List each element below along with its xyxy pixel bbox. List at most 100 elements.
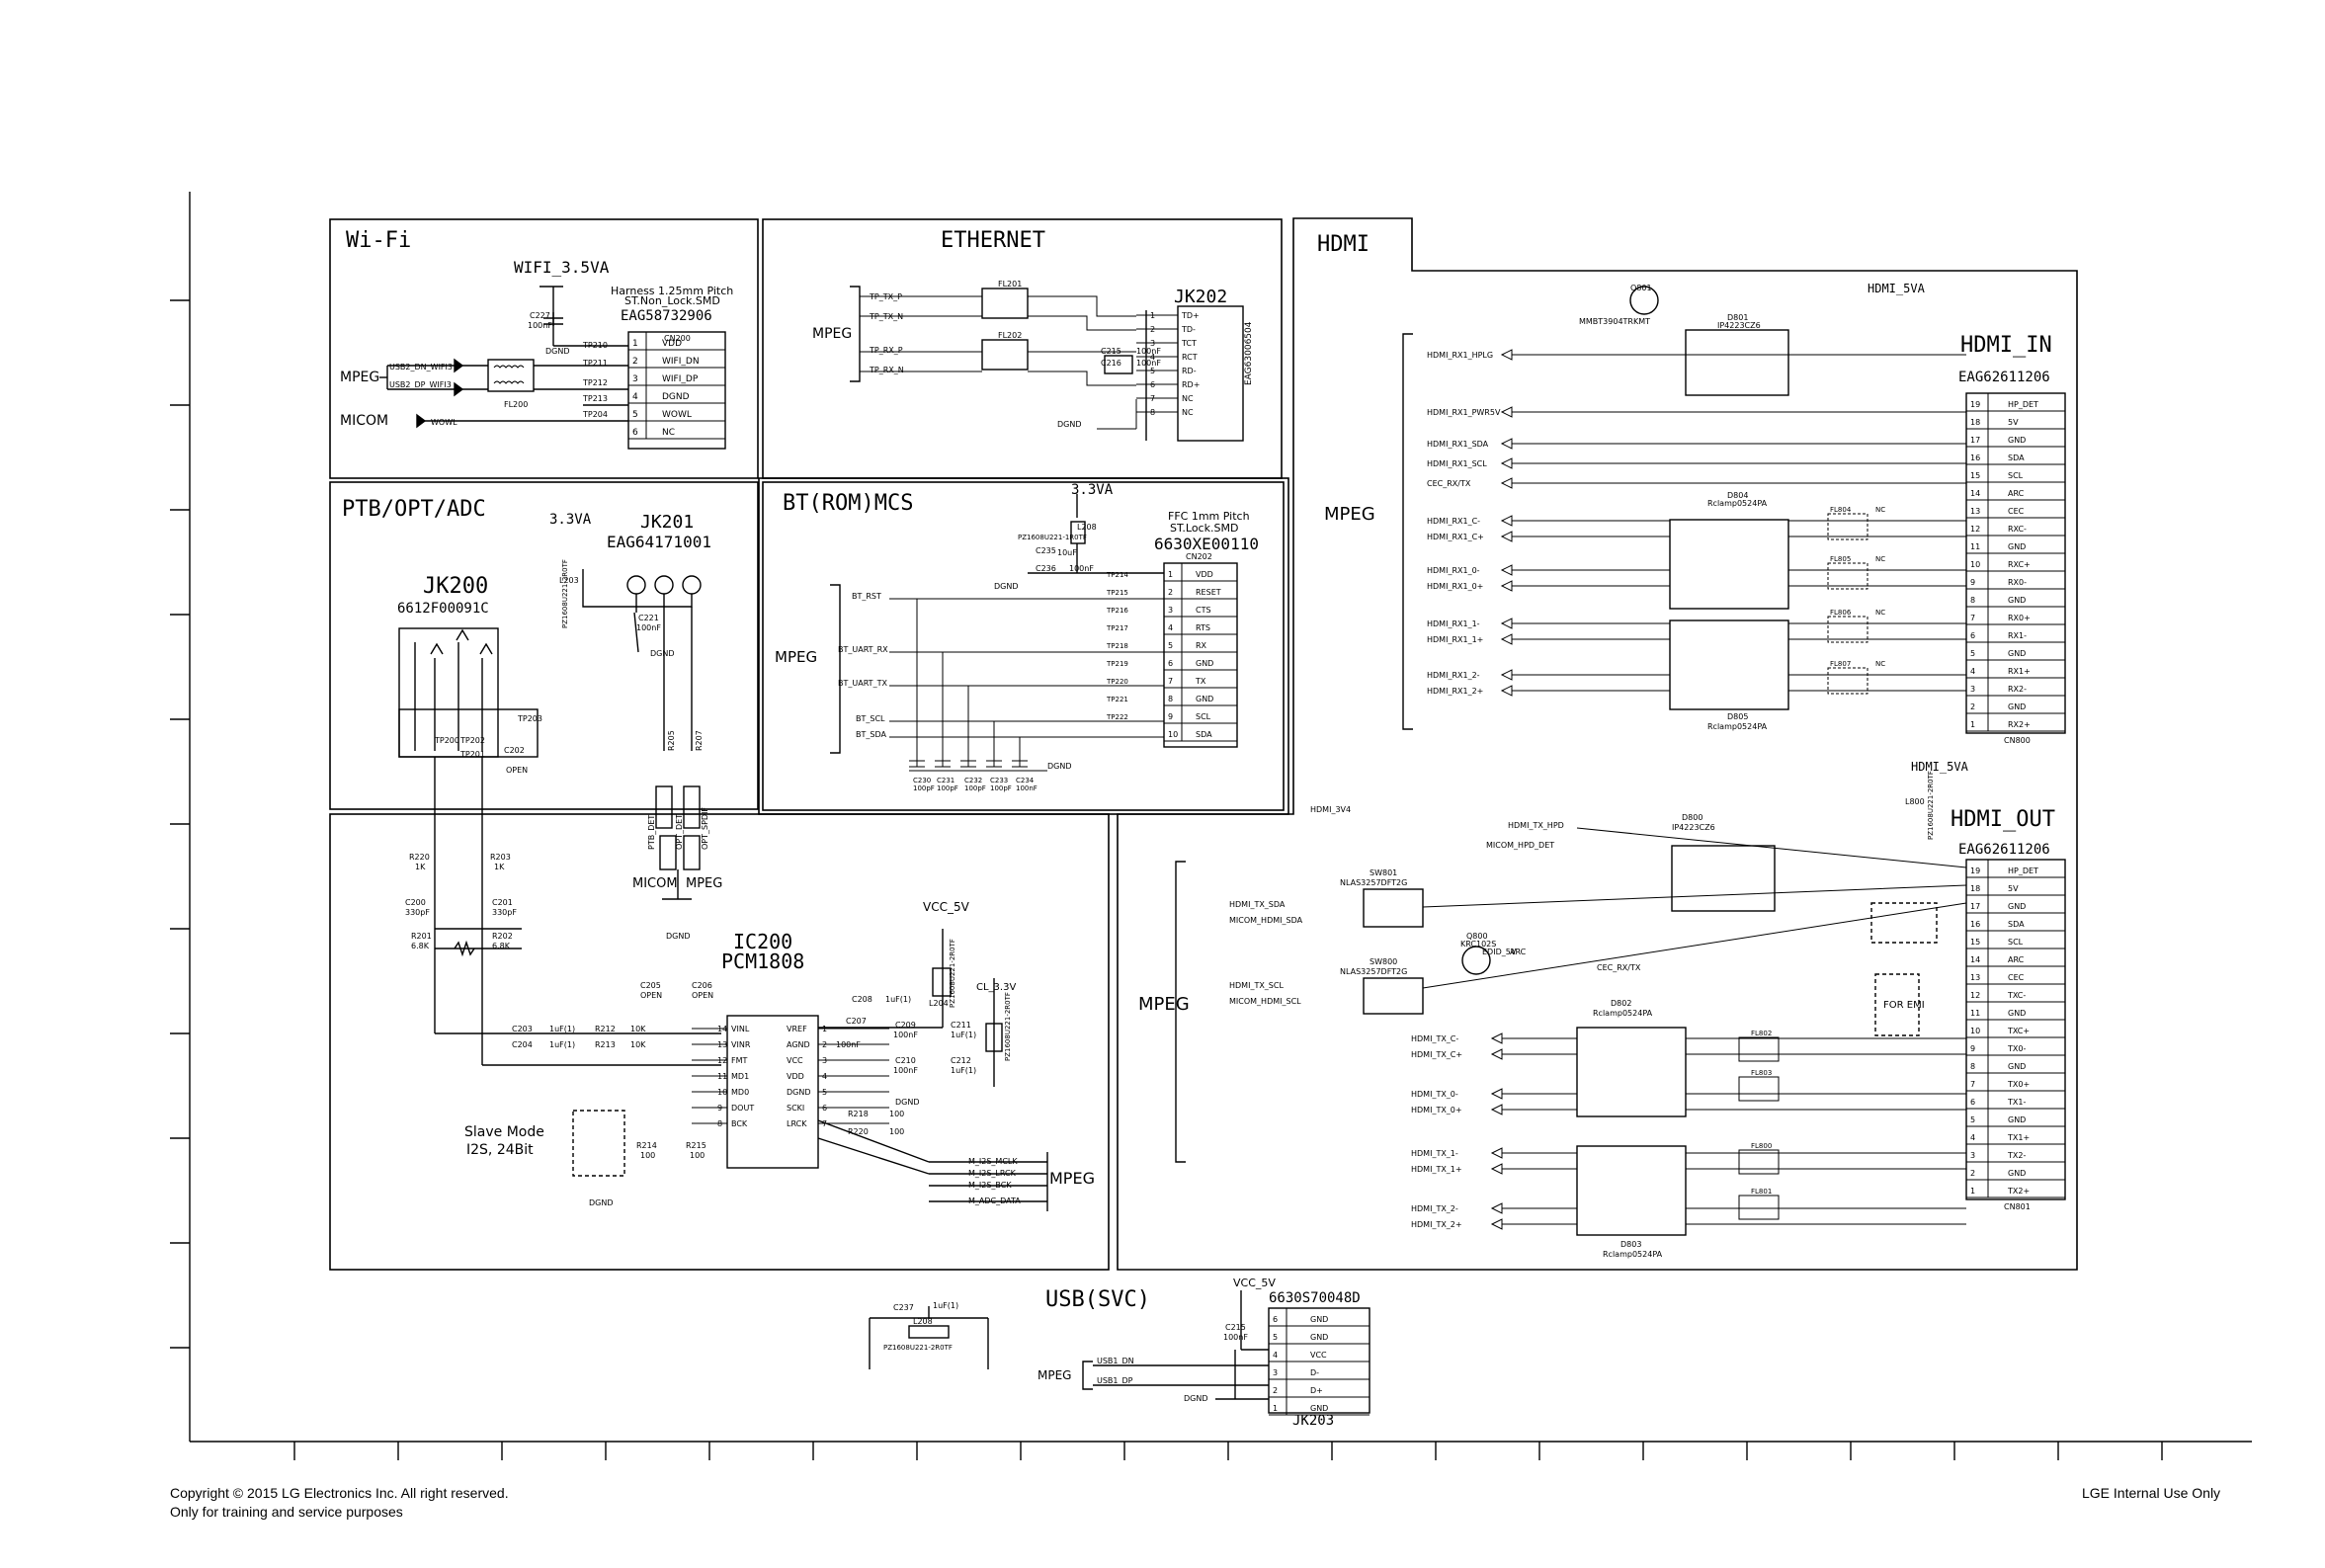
pin-number: 8: [1970, 596, 1975, 605]
ptb-r201: R201: [411, 932, 432, 941]
pin-number: 2: [1168, 588, 1173, 597]
adc-r220-val: 100: [889, 1127, 904, 1136]
pin-number: 5: [1970, 649, 1975, 658]
filter-ref: FL801: [1751, 1188, 1772, 1196]
net-flag: [1500, 438, 1513, 450]
pin-number: 8: [1970, 1062, 1975, 1071]
ethernet-title: ETHERNET: [941, 228, 1045, 253]
bt-c236-val: 100nF: [1069, 564, 1094, 573]
pin-name: SDA: [2008, 920, 2025, 929]
net-flag: [1500, 349, 1513, 361]
pin-number: 4: [1970, 1133, 1975, 1142]
net-label: HDMI_TX_2-: [1411, 1204, 1458, 1213]
wifi-tp-1: TP211: [582, 359, 608, 368]
pin-name: GND: [2008, 902, 2026, 911]
pin-name: SCL: [2008, 471, 2024, 480]
pin-name: WIFI_DN: [662, 357, 700, 367]
usb-net-0: USB1_DN: [1097, 1357, 1134, 1365]
pin-number: 9: [1970, 578, 1975, 587]
pin-number: 5: [632, 410, 638, 420]
ptb-r220: R220: [409, 853, 430, 862]
pin-number: 14: [1970, 955, 1980, 964]
bt-connector: CN202: [1186, 552, 1212, 561]
hdmi-rail-in: HDMI_5VA: [1868, 282, 1926, 295]
adc-c208-val: 1uF(1): [885, 995, 911, 1004]
sw800-part: NLAS3257DFT2G: [1340, 967, 1407, 976]
eth-filter-0: FL201: [998, 280, 1022, 289]
adc-bus-label: MPEG: [1049, 1169, 1095, 1188]
adc-c206-val: OPEN: [692, 991, 713, 1000]
net-label: HDMI_TX_C+: [1411, 1050, 1462, 1059]
ptb-section: [398, 569, 721, 1066]
pin-name: RD-: [1182, 367, 1197, 375]
pin-name: RX1+: [2008, 667, 2031, 676]
bt-c231-val: 100pF: [937, 784, 958, 792]
pin-number: 2: [1273, 1386, 1278, 1395]
adc-c204: C204: [512, 1040, 533, 1049]
hdmi-emi-label: FOR EMI: [1883, 1000, 1925, 1011]
net-label: MICOM_HDMI_SDA: [1229, 916, 1303, 925]
sw800-ref: SW800: [1370, 957, 1397, 966]
sw800-body: [1363, 977, 1424, 1015]
net-label: HDMI_RX1_2+: [1427, 687, 1483, 696]
nc-label: NC: [1875, 555, 1885, 563]
usb-part: 6630S70048D: [1269, 1290, 1361, 1306]
usb-c237-val: 1uF(1): [933, 1301, 958, 1310]
pin-number: 12: [1970, 991, 1980, 1000]
l800-part: PZ1608U221-2R0TF: [1927, 771, 1935, 840]
eth-filter-1: [981, 288, 1029, 319]
pin-name: NC: [1182, 394, 1194, 403]
filter-ref: FL800: [1751, 1142, 1772, 1150]
pin-name: DOUT: [731, 1104, 754, 1113]
net-label: EDID_5V: [1482, 948, 1517, 956]
pin-number: 16: [1970, 454, 1980, 462]
adc-r213: R213: [595, 1040, 616, 1049]
pin-name: DGND: [662, 392, 690, 402]
adc-net-0: M_I2S_MCLK: [968, 1157, 1018, 1166]
hdmi-in-title: HDMI_IN: [1960, 333, 2052, 358]
bt-ffc-1: FFC 1mm Pitch: [1168, 510, 1250, 523]
bt-rail: 3.3VA: [1071, 482, 1114, 498]
bt-ffc-2: ST.Lock.SMD: [1170, 522, 1238, 535]
pin-name: LRCK: [787, 1119, 807, 1128]
adc-c204-val: 1uF(1): [549, 1040, 575, 1049]
ptb-tp-2: TP201: [459, 750, 485, 759]
adc-box: [329, 813, 1110, 1271]
ptb-r202: R202: [492, 932, 513, 941]
net-flag: [1500, 685, 1513, 697]
cn801-body: [1965, 859, 2066, 1200]
pin-name: TD+: [1181, 311, 1200, 320]
wifi-cap-ref: C227: [530, 311, 550, 320]
copyright-line-1: Copyright © 2015 LG Electronics Inc. All…: [170, 1485, 509, 1501]
pin-name: RESET: [1196, 588, 1221, 597]
net-label: HDMI_RX1_1-: [1427, 619, 1480, 628]
ptb-tp-3: TP203: [517, 714, 542, 723]
wifi-filter: [487, 359, 535, 392]
ptb-box: [329, 481, 759, 810]
pin-number: 19: [1970, 400, 1980, 409]
eth-gnd: DGND: [1057, 420, 1082, 429]
bt-c235: C235: [1036, 546, 1056, 555]
bt-c235-val: 10uF: [1057, 548, 1077, 557]
q800-ref: Q800: [1466, 932, 1488, 941]
pin-name: TX0+: [2007, 1080, 2030, 1089]
pin-name: 5V: [2008, 418, 2019, 427]
ethernet-bus-label: MPEG: [812, 326, 852, 342]
pin-name: GND: [1196, 659, 1213, 668]
adc-l205-part: PZ1608U221-2R0TF: [1004, 992, 1012, 1061]
pin-name: RXC+: [2008, 560, 2031, 569]
pin-name: RX2+: [2008, 720, 2031, 729]
bt-gnd-bot: DGND: [1047, 762, 1072, 771]
pin-number: 18: [1970, 418, 1980, 427]
bt-c236: C236: [1036, 564, 1056, 573]
q800-part: KRC102S: [1460, 940, 1496, 949]
eth-cap-1: C216: [1101, 359, 1121, 368]
bt-net-0: BT_RST: [852, 592, 881, 601]
pin-number: 9: [1970, 1044, 1975, 1053]
adc-c203: C203: [512, 1025, 533, 1033]
usb-title: USB(SVC): [1045, 1287, 1150, 1312]
pin-number: 11: [1970, 542, 1980, 551]
pin-number: 15: [1970, 938, 1980, 947]
adc-r215-val: 100: [690, 1151, 705, 1160]
net-flag: [1500, 618, 1513, 629]
